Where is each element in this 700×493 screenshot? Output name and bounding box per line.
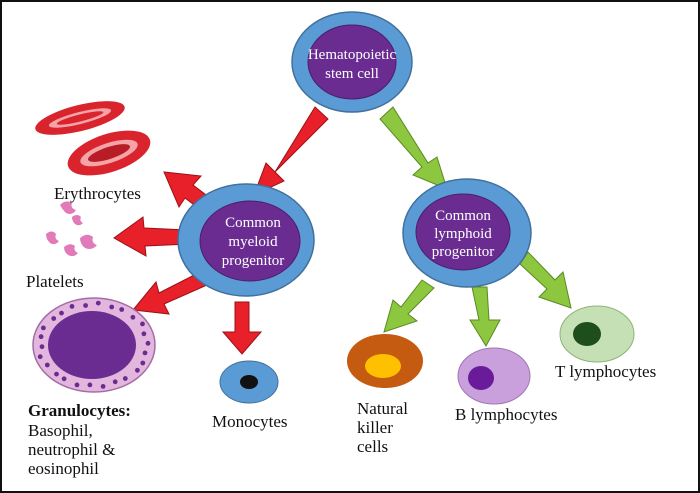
granulocyte-illustration: [32, 297, 156, 393]
b-lymphocytes-label: B lymphocytes: [455, 405, 557, 424]
granulocytes-title: Granulocytes:: [28, 401, 131, 420]
granulocytes-line-2: neutrophil &: [28, 440, 115, 459]
lymphoid-label-line-3: progenitor: [432, 244, 494, 260]
stem-cell-label-line-1: Hematopoietic: [308, 47, 397, 63]
monocytes-label: Monocytes: [212, 412, 288, 431]
granule-dot: [44, 362, 50, 368]
granule-dot: [37, 354, 43, 360]
granule-dot: [87, 382, 93, 388]
platelets-illustration: [46, 201, 97, 257]
granule-dot: [112, 379, 118, 385]
granule-dot: [135, 367, 140, 373]
granule-dot: [100, 384, 106, 389]
myeloid-core: [199, 200, 301, 282]
lymphoid-label-line-2: lymphoid: [434, 226, 492, 242]
lymphoid-label-line-1: Common: [435, 208, 491, 224]
arrow-stem-to-lymphoid: [379, 106, 448, 190]
granule-dot: [69, 304, 75, 309]
myeloid-label-line-3: progenitor: [222, 253, 284, 269]
b-lymphocyte-illustration: [457, 347, 531, 405]
arrow-stem-to-myeloid: [253, 106, 329, 196]
granule-dot: [145, 340, 151, 346]
monocyte-illustration: [219, 360, 279, 404]
arrow-to-b-lymphocytes: [469, 286, 501, 348]
t-lymphocyte-illustration: [559, 305, 635, 363]
nk-label-line-2: killer: [357, 418, 393, 437]
granule-dot: [59, 310, 64, 316]
lymphoid-core: [415, 193, 511, 271]
granulocytes-line-3: eosinophil: [28, 459, 99, 478]
arrow-to-t-lymphocytes: [519, 251, 572, 309]
granule-dot: [119, 307, 125, 312]
granule-dot: [140, 321, 145, 327]
platelets-label: Platelets: [26, 272, 84, 291]
granule-dot: [41, 325, 46, 331]
granule-dot: [38, 334, 44, 340]
granule-dot: [130, 314, 136, 320]
granule-dot: [140, 360, 146, 366]
stem-cell-label-line-2: stem cell: [325, 66, 379, 82]
erythrocytes-label: Erythrocytes: [54, 184, 141, 203]
granule-dot: [61, 376, 67, 382]
granule-dot: [51, 316, 57, 321]
granule-dot: [109, 304, 115, 310]
stem-cell-core: [307, 24, 397, 100]
granule-dot: [95, 300, 101, 306]
nk-cell-illustration: [347, 334, 423, 388]
granule-dot: [142, 350, 148, 356]
nk-label-line-3: cells: [357, 437, 388, 456]
myeloid-label-line-2: myeloid: [228, 234, 278, 250]
granule-dot: [83, 303, 88, 308]
erythrocyte-1: [35, 101, 125, 135]
granule-dot: [141, 331, 147, 337]
t-lymphocytes-label: T lymphocytes: [555, 362, 656, 381]
nk-label-line-1: Natural: [357, 399, 408, 418]
arrow-to-granulocytes: [132, 271, 208, 315]
granule-dot: [39, 344, 45, 350]
erythrocytes-illustration: [35, 101, 151, 176]
myeloid-progenitor-node: Common myeloid progenitor: [177, 183, 315, 297]
arrow-to-monocytes: [221, 301, 263, 355]
stem-cell-node: Hematopoietic stem cell: [291, 11, 413, 113]
granule-dot: [122, 376, 128, 381]
granulocytes-line-1: Basophil,: [28, 421, 93, 440]
granule-dot: [74, 382, 80, 388]
arrow-to-nk-cells: [383, 279, 435, 333]
erythrocyte-2: [67, 130, 151, 176]
lymphoid-progenitor-node: Common lymphoid progenitor: [402, 178, 532, 288]
myeloid-label-line-1: Common: [225, 215, 281, 231]
granule-dot: [54, 371, 59, 377]
